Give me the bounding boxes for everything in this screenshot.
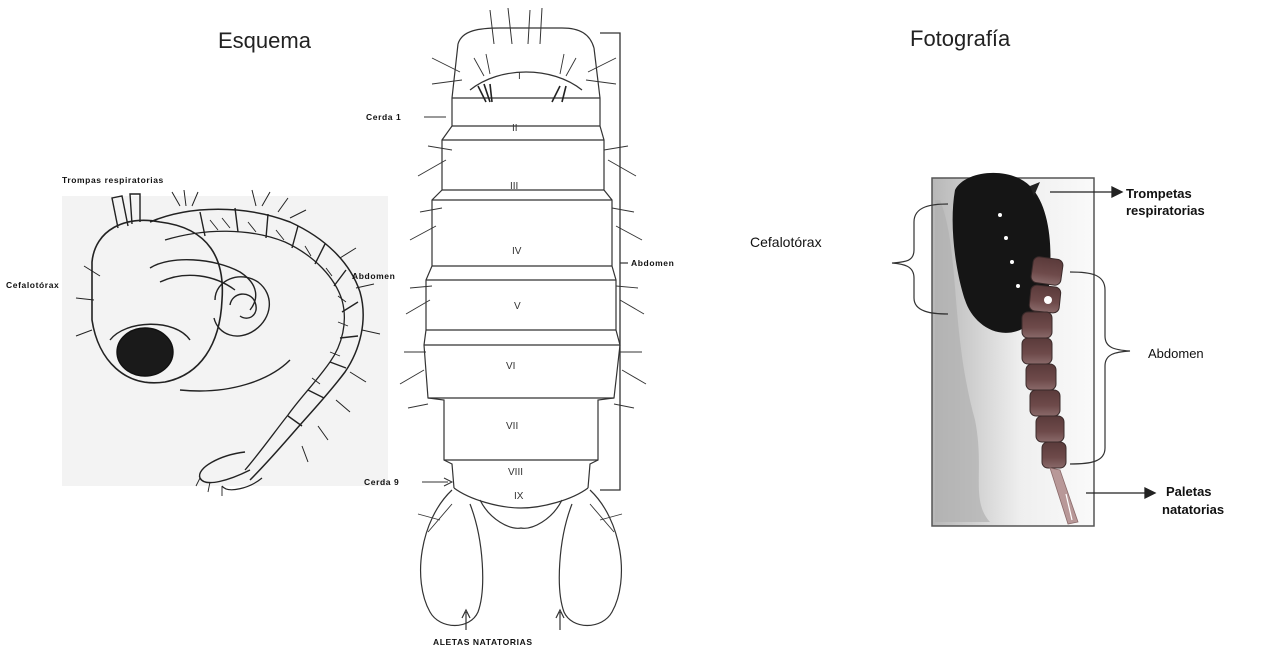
photo-paddles-label-2: natatorias — [1162, 502, 1224, 518]
photo-trumpets-label-1: Trompetas — [1126, 186, 1192, 202]
photo-trumpets-label-2: respiratorias — [1126, 203, 1205, 219]
photo-paddles-label-1: Paletas — [1166, 484, 1212, 500]
photo-abdomen-label: Abdomen — [1148, 346, 1204, 362]
photo-cephalothorax-label: Cefalotórax — [750, 235, 822, 249]
